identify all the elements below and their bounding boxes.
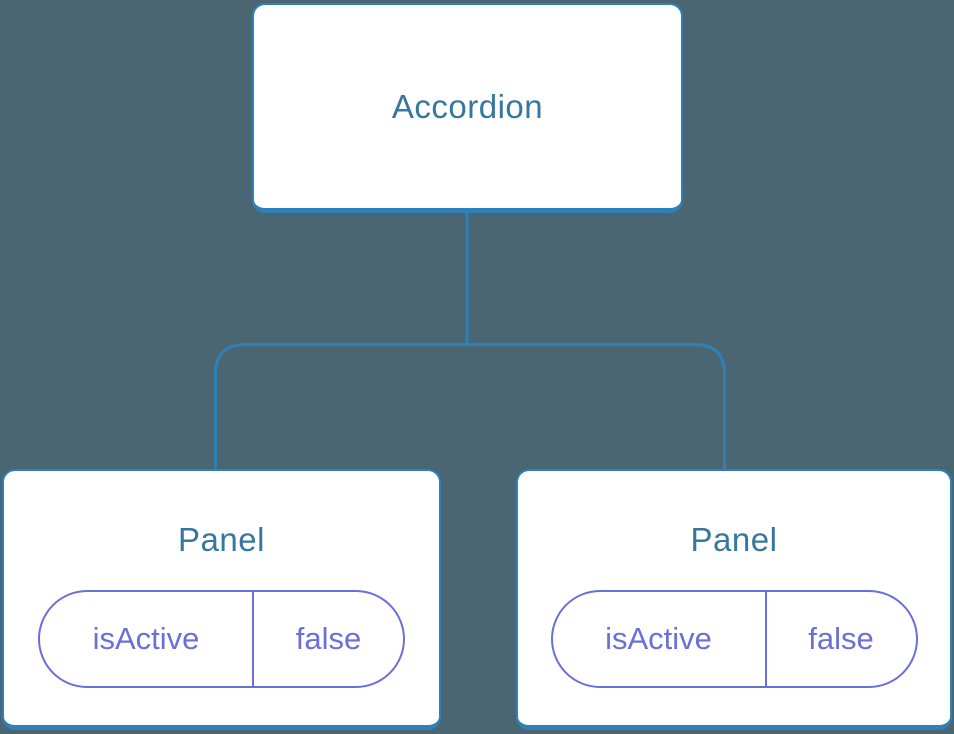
state-value-cell: false — [767, 592, 916, 686]
panel-node-1: Panel isActive false — [2, 469, 441, 730]
accordion-node: Accordion — [252, 3, 683, 213]
children-bracket-line — [214, 343, 726, 470]
panel-node-1-label: Panel — [178, 521, 265, 558]
state-value-label: false — [808, 621, 874, 656]
state-value-label: false — [295, 621, 362, 656]
state-key-label: isActive — [92, 621, 200, 656]
state-value-cell: false — [254, 592, 403, 686]
state-key-cell: isActive — [40, 592, 254, 686]
panel-node-2: Panel isActive false — [516, 469, 952, 730]
panel-node-2-label: Panel — [690, 521, 778, 558]
accordion-node-label: Accordion — [391, 87, 544, 125]
panel-node-1-state-pill: isActive false — [38, 590, 405, 688]
state-key-cell: isActive — [553, 592, 767, 686]
state-key-label: isActive — [605, 621, 712, 656]
panel-node-2-state-pill: isActive false — [550, 590, 918, 688]
